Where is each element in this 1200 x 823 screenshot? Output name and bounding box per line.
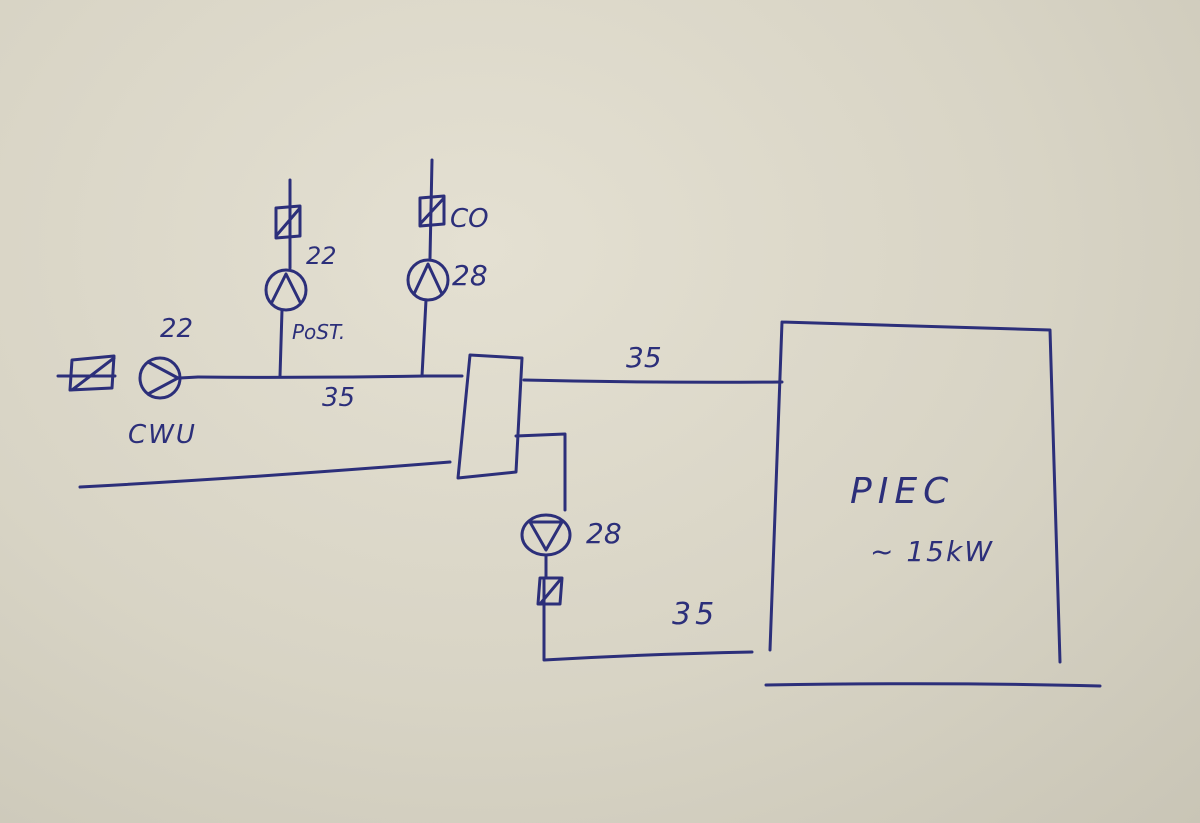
boiler-power: ~ 15kW xyxy=(870,535,994,568)
post-pump-size: 22 xyxy=(306,242,337,270)
cwu-valve-icon xyxy=(68,354,116,392)
cwu-pump-size: 22 xyxy=(160,314,194,344)
return-valve-icon xyxy=(536,576,564,606)
return-branch-pipe xyxy=(514,432,567,512)
boiler-base-line xyxy=(764,682,1102,688)
return-pipe-bottom xyxy=(542,578,754,662)
boiler-box xyxy=(768,320,1062,664)
post-pump-icon xyxy=(264,268,308,312)
co-branch-pipe xyxy=(420,158,434,378)
co-label: CO xyxy=(450,204,489,234)
return-pump-icon xyxy=(520,513,572,580)
supply-pipe-left xyxy=(56,374,464,379)
cwu-pump-icon xyxy=(138,356,200,400)
post-branch-pipe xyxy=(278,178,292,378)
co-pump-size: 28 xyxy=(452,259,488,292)
cwu-label: CWU xyxy=(128,420,197,450)
boiler-name: PIEC xyxy=(850,471,955,512)
co-valve-icon xyxy=(418,194,446,228)
supply-pipe-left-size: 35 xyxy=(322,383,356,413)
return-pipe-left xyxy=(78,460,452,489)
post-valve-icon xyxy=(274,204,302,240)
co-pump-icon xyxy=(406,258,450,302)
post-label: PoST. xyxy=(292,320,346,344)
hydraulic-separator xyxy=(456,353,524,480)
return-pump-size: 28 xyxy=(586,517,622,550)
return-pipe-size: 35 xyxy=(672,597,719,632)
supply-pipe-right xyxy=(522,378,784,384)
supply-pipe-right-size: 35 xyxy=(626,341,662,374)
